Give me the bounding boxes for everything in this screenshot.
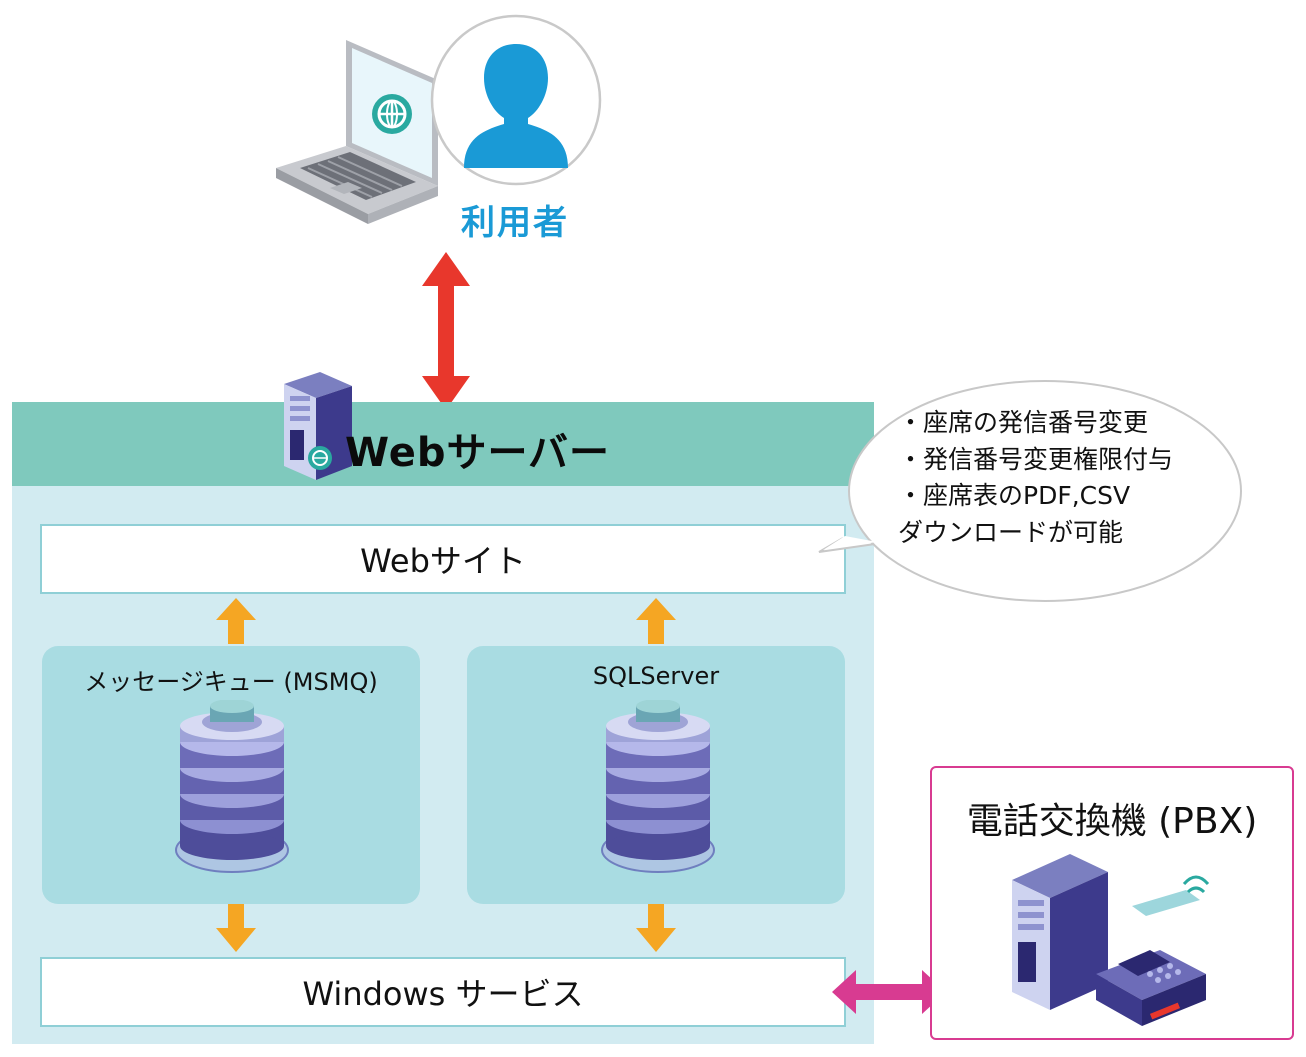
msmq-label: メッセージキュー (MSMQ) xyxy=(84,668,378,696)
pbx-fax-icon xyxy=(1012,854,1210,1026)
website-box: Webサイト xyxy=(40,524,846,594)
user-avatar-icon xyxy=(430,14,602,186)
pbx-title: 電話交換機 (PBX) xyxy=(966,801,1258,842)
bubble-line: ・座席表のPDF,CSV xyxy=(898,481,1131,510)
sql-to-website-arrow xyxy=(636,598,676,644)
database-icon xyxy=(601,700,715,873)
user-server-double-arrow xyxy=(422,252,470,410)
windows-service-label: Windows サービス xyxy=(302,975,584,1013)
bubble-line: ・発信番号変更権限付与 xyxy=(898,444,1174,474)
web-server-icon xyxy=(284,372,352,480)
msmq-to-website-arrow xyxy=(216,598,256,644)
bubble-line: ・座席の発信番号変更 xyxy=(898,408,1149,437)
web-server-header xyxy=(12,402,874,486)
laptop-globe-icon xyxy=(276,40,438,224)
msmq-to-windows-service-arrow xyxy=(216,904,256,952)
user-label: 利用者 xyxy=(461,203,569,243)
windows-service-box: Windows サービス xyxy=(40,957,846,1027)
bubble-text: ・座席の発信番号変更 ・発信番号変更権限付与 ・座席表のPDF,CSV ダウンロ… xyxy=(898,405,1228,551)
server-pbx-double-arrow xyxy=(832,970,946,1014)
web-server-title: Webサーバー xyxy=(345,430,611,476)
sql-to-windows-service-arrow xyxy=(636,904,676,952)
speech-bubble xyxy=(818,380,1242,602)
website-label: Webサイト xyxy=(360,542,526,580)
database-icon xyxy=(175,700,289,873)
bubble-line: ダウンロードが可能 xyxy=(898,517,1124,547)
sql-label: SQLServer xyxy=(592,662,720,690)
